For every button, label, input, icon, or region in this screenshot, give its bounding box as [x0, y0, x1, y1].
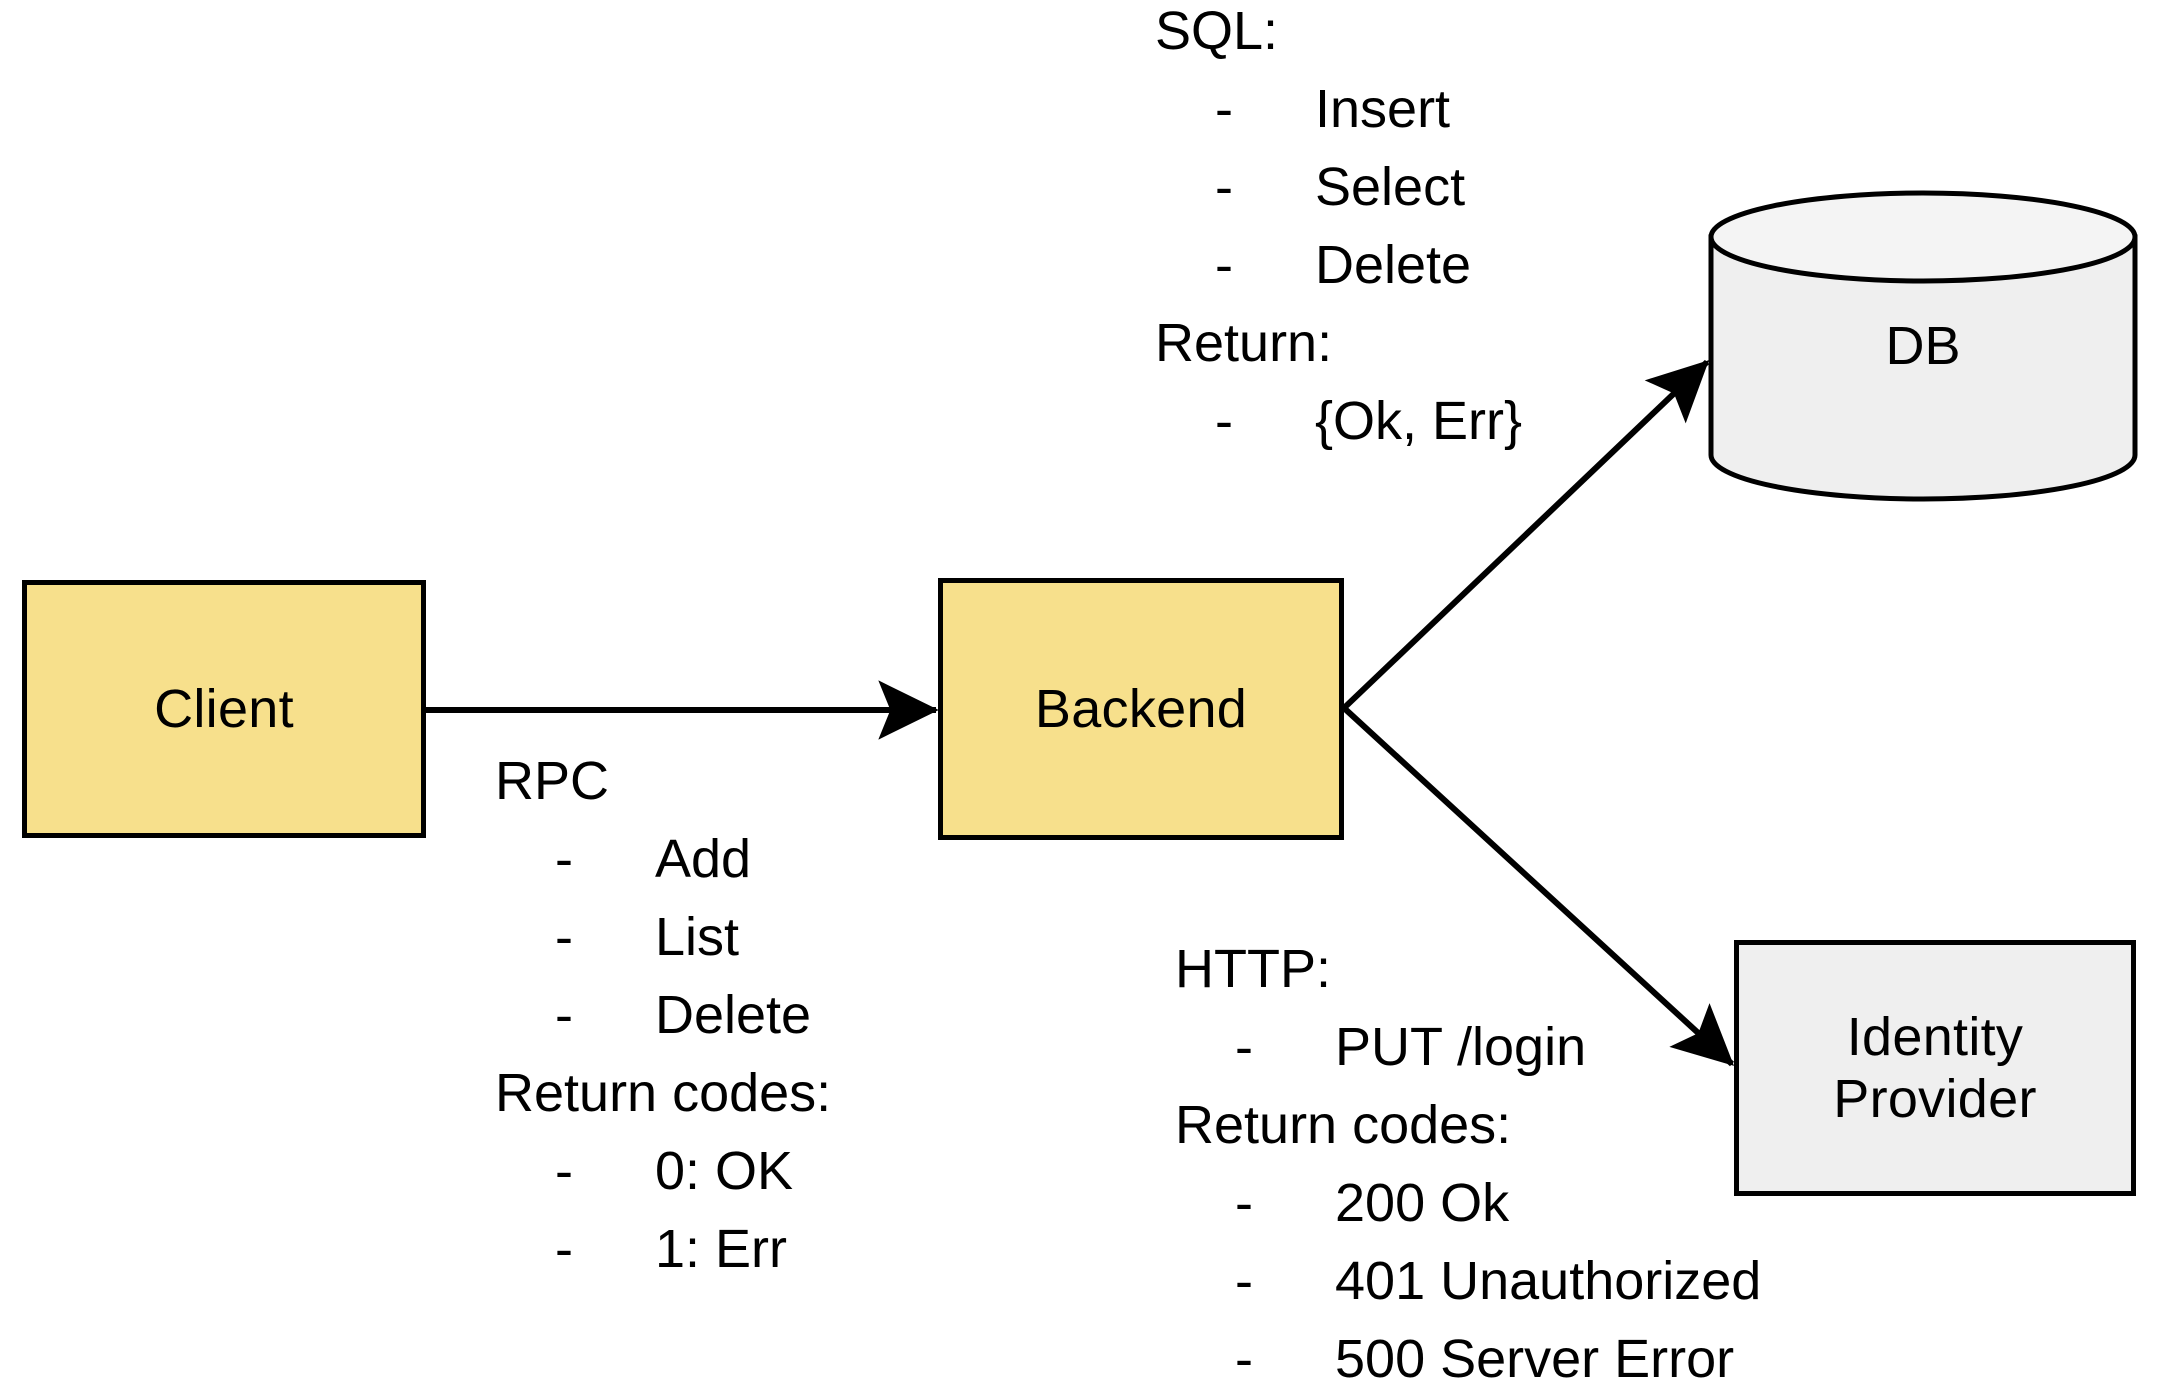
bullet-dash: -	[555, 1141, 573, 1201]
bullet-dash: -	[1235, 1251, 1253, 1311]
bullet-dash: -	[1235, 1173, 1253, 1233]
node-client[interactable]: Client	[22, 580, 426, 838]
node-db-label: DB	[1885, 316, 1961, 376]
sql-method-0: - Insert	[1155, 70, 1522, 148]
http-return-0-label: 200 Ok	[1335, 1173, 1510, 1233]
annotation-sql: SQL: - Insert - Select - Delete Return: - {O…	[1155, 0, 1522, 460]
database-cylinder-icon	[1708, 190, 2138, 502]
sql-return-0: - {Ok, Err}	[1155, 382, 1522, 460]
rpc-return-0: - 0: OK	[495, 1132, 831, 1210]
http-method-0-label: PUT /login	[1335, 1017, 1587, 1077]
sql-return-heading: Return:	[1155, 313, 1333, 373]
node-backend-label: Backend	[1034, 678, 1248, 739]
http-return-2: - 500 Server Error	[1175, 1320, 1761, 1398]
bullet-dash: -	[1235, 1017, 1253, 1077]
http-return-2-label: 500 Server Error	[1335, 1329, 1735, 1389]
node-client-label: Client	[154, 678, 294, 739]
sql-method-2-label: Delete	[1315, 235, 1472, 295]
bullet-dash: -	[1215, 391, 1233, 451]
node-identity-provider-label: Identity Provider	[1833, 1006, 2037, 1129]
rpc-heading: RPC	[495, 751, 610, 811]
annotation-rpc: RPC - Add - List - Delete Return codes: - 0:…	[495, 742, 831, 1288]
sql-method-1-label: Select	[1315, 157, 1466, 217]
annotation-http: HTTP: -PUT /login Return codes: -200 Ok …	[1175, 930, 1761, 1398]
http-heading: HTTP:	[1175, 939, 1331, 999]
rpc-return-1: - 1: Err	[495, 1210, 831, 1288]
rpc-return-0-label: 0: OK	[655, 1141, 794, 1201]
sql-method-1: - Select	[1155, 148, 1522, 226]
rpc-method-2: - Delete	[495, 976, 831, 1054]
bullet-dash: -	[1215, 235, 1233, 295]
sql-heading: SQL:	[1155, 1, 1279, 61]
bullet-dash: -	[1235, 1329, 1253, 1389]
sql-method-2: - Delete	[1155, 226, 1522, 304]
rpc-return-heading: Return codes:	[495, 1063, 832, 1123]
rpc-return-1-label: 1: Err	[655, 1219, 788, 1279]
node-db[interactable]: DB	[1708, 190, 2138, 502]
bullet-dash: -	[555, 907, 573, 967]
rpc-method-1-label: List	[655, 907, 740, 967]
sql-method-0-label: Insert	[1315, 79, 1451, 139]
bullet-dash: -	[1215, 157, 1233, 217]
bullet-dash: -	[555, 1219, 573, 1279]
node-identity-provider[interactable]: Identity Provider	[1734, 940, 2136, 1196]
rpc-method-0: - Add	[495, 820, 831, 898]
http-return-1-label: 401 Unauthorized	[1335, 1251, 1762, 1311]
rpc-method-1: - List	[495, 898, 831, 976]
node-backend[interactable]: Backend	[938, 578, 1344, 840]
http-return-heading: Return codes:	[1175, 1095, 1512, 1155]
http-method-0: - PUT /login	[1175, 1008, 1761, 1086]
http-return-0: - 200 Ok	[1175, 1164, 1761, 1242]
rpc-method-2-label: Delete	[655, 985, 812, 1045]
bullet-dash: -	[555, 829, 573, 889]
bullet-dash: -	[1215, 79, 1233, 139]
sql-return-0-label: {Ok, Err}	[1315, 391, 1523, 451]
http-return-1: - 401 Unauthorized	[1175, 1242, 1761, 1320]
bullet-dash: -	[555, 985, 573, 1045]
rpc-method-0-label: Add	[655, 829, 752, 889]
